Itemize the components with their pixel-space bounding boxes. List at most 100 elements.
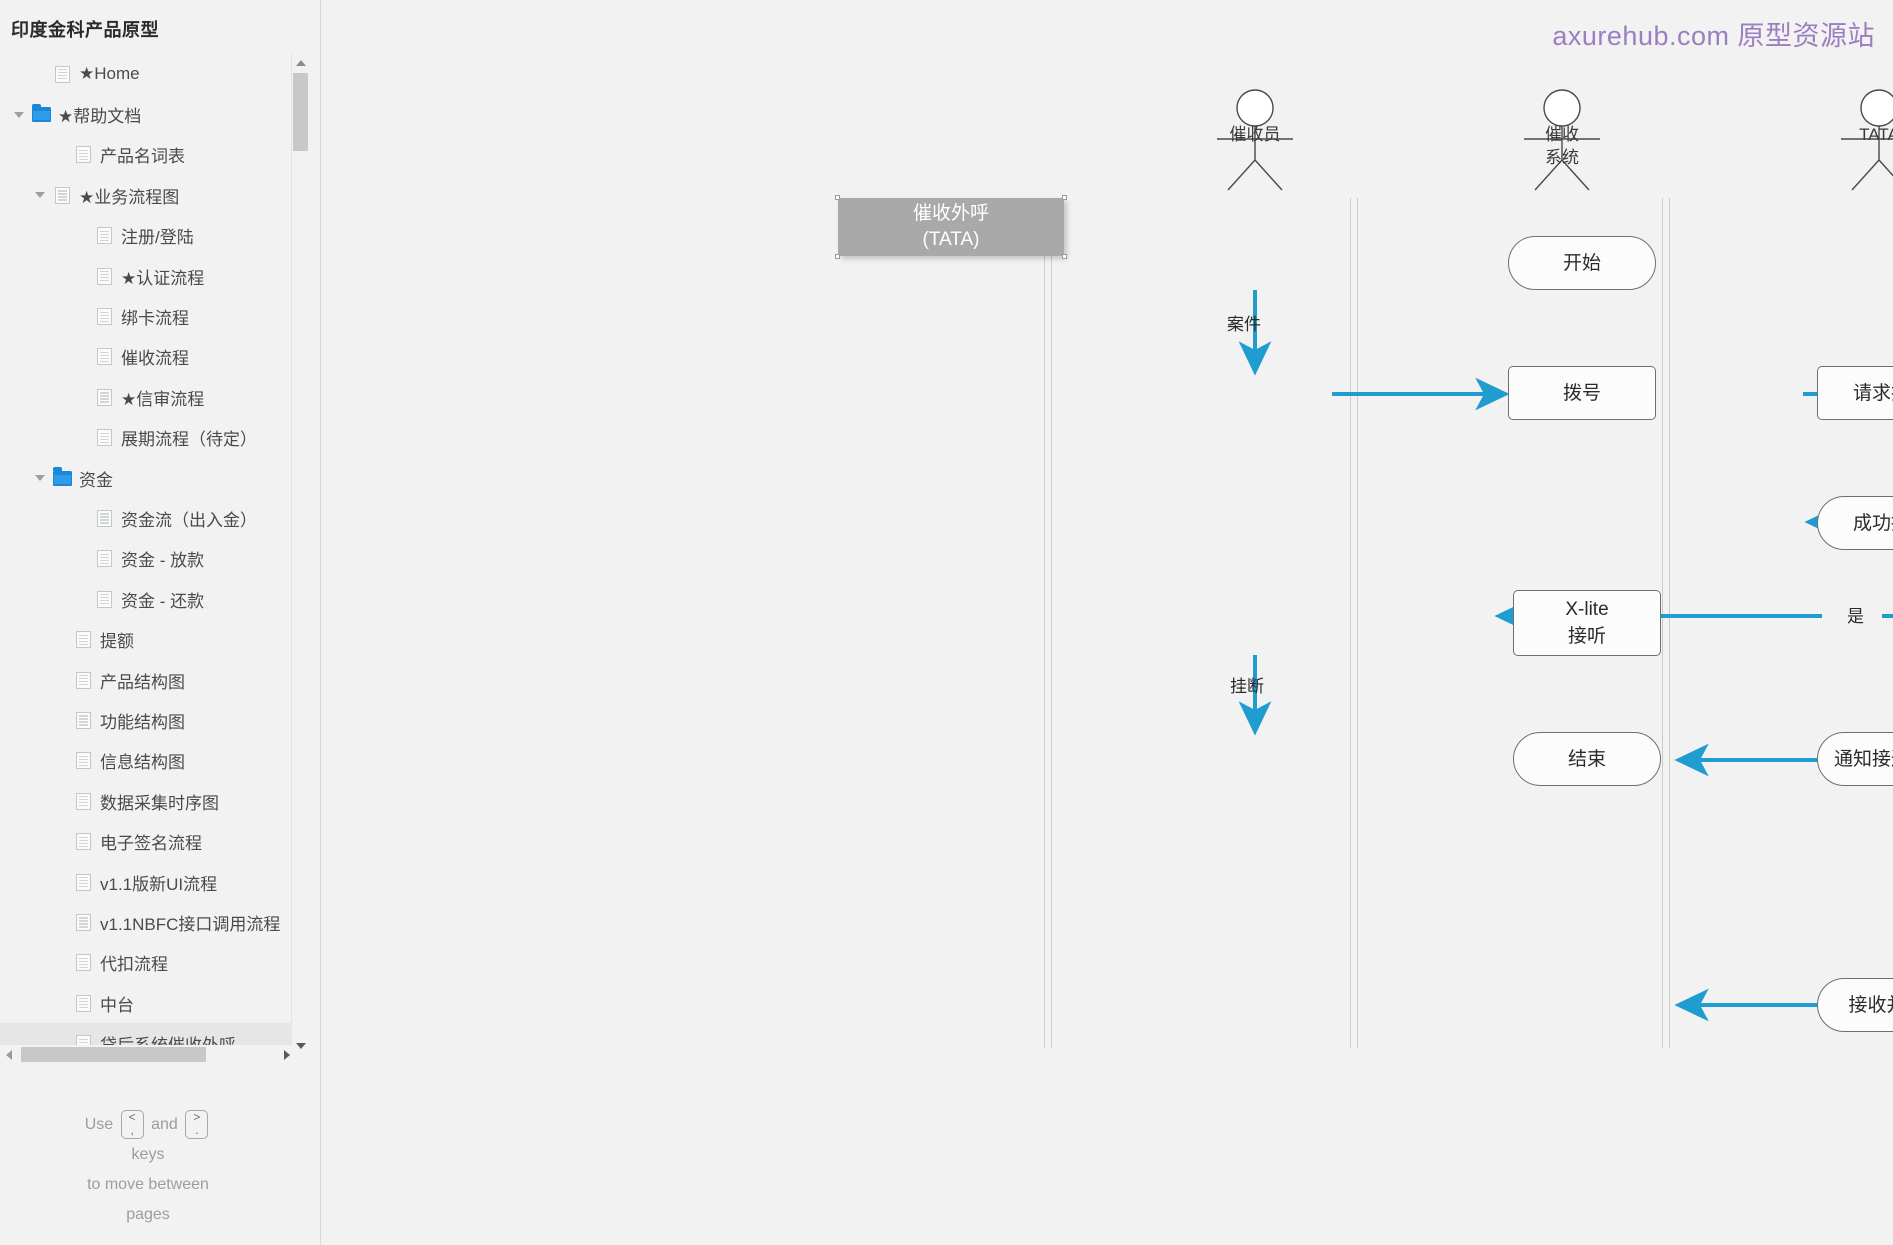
sidebar-item-10[interactable]: 资金 (0, 458, 296, 498)
sidebar-item-label: v1.1NBFC接口调用流程 (100, 914, 281, 934)
sidebar-item-12[interactable]: 资金 - 放款 (0, 539, 296, 579)
sidebar-item-label: 中台 (100, 995, 134, 1015)
tree-toggle-spacer (73, 509, 91, 527)
tree-toggle-spacer (73, 227, 91, 245)
horizontal-scroll-thumb[interactable] (21, 1047, 206, 1062)
page-icon (70, 752, 96, 770)
prototype-canvas[interactable]: axurehub.com 原型资源站 催收外呼 (TATA) (322, 0, 1893, 1245)
tree-toggle-spacer (52, 954, 70, 972)
page-icon (70, 873, 96, 891)
page-icon-glyph (96, 550, 112, 568)
sidebar-item-22[interactable]: 代扣流程 (0, 943, 296, 983)
edge-label-yes-2: 是 (1847, 607, 1864, 626)
page-icon (70, 711, 96, 729)
folder-icon (49, 467, 75, 486)
sidebar-item-label: ★Home (79, 64, 140, 84)
page-icon-glyph (75, 873, 91, 891)
sidebar-vertical-scrollbar[interactable] (291, 54, 308, 1054)
swimlane-divider-2b (1357, 198, 1358, 1048)
next-page-key-glyph: > (193, 1110, 201, 1125)
sidebar-item-13[interactable]: 资金 - 还款 (0, 579, 296, 619)
sidebar-item-7[interactable]: 催收流程 (0, 337, 296, 377)
sidebar-item-label: v1.1版新UI流程 (100, 874, 218, 894)
node-notify-connect-failed[interactable]: 通知接通失败 (1817, 732, 1893, 786)
tree-toggle-spacer (73, 267, 91, 285)
node-receive-and-store[interactable]: 接收并存储 (1817, 978, 1893, 1032)
page-icon (70, 913, 96, 931)
page-icon-glyph (75, 994, 91, 1012)
tree-toggle-spacer (52, 711, 70, 729)
page-icon-glyph (96, 308, 112, 326)
stick-figure-icon (1524, 89, 1600, 191)
sidebar-item-label: 代扣流程 (100, 955, 168, 975)
node-request-dial[interactable]: 请求拨号 (1817, 366, 1893, 420)
sidebar-item-21[interactable]: v1.1NBFC接口调用流程 (0, 902, 296, 942)
sidebar-item-3[interactable]: ★业务流程图 (0, 175, 296, 215)
page-icon (49, 186, 75, 204)
sidebar-item-16[interactable]: 功能结构图 (0, 700, 296, 740)
sidebar-item-23[interactable]: 中台 (0, 983, 296, 1023)
page-title: 印度金科产品原型 (11, 20, 159, 40)
stick-figure-icon (1217, 89, 1293, 191)
sitemap-tree[interactable]: ★Home ★帮助文档产品名词表★业务流程图注册/登陆★认证流程绑卡流程催收流程★… (0, 54, 296, 1054)
page-icon-glyph (75, 752, 91, 770)
node-xlite-answer[interactable]: X-lite 接听 (1513, 590, 1661, 656)
node-dial[interactable]: 拨号 (1508, 366, 1656, 420)
sidebar-horizontal-scrollbar[interactable] (0, 1045, 296, 1064)
prev-page-key-sub: , (130, 1123, 134, 1138)
vertical-scroll-thumb[interactable] (293, 73, 308, 151)
hint-line-2: keys (131, 1146, 165, 1163)
node-start[interactable]: 开始 (1508, 236, 1656, 290)
sidebar-item-20[interactable]: v1.1版新UI流程 (0, 862, 296, 902)
sidebar-item-label: 资金 - 还款 (121, 591, 205, 611)
scroll-left-arrow-icon[interactable] (0, 1045, 17, 1064)
sidebar-item-4[interactable]: 注册/登陆 (0, 216, 296, 256)
tree-toggle-spacer (73, 550, 91, 568)
tree-toggle-spacer (52, 913, 70, 931)
page-icon-glyph (75, 146, 91, 164)
sidebar-item-11[interactable]: 资金流（出入金） (0, 498, 296, 538)
chevron-down-icon[interactable] (31, 186, 49, 204)
scroll-up-arrow-icon[interactable] (292, 54, 309, 71)
sidebar-item-6[interactable]: 绑卡流程 (0, 296, 296, 336)
page-icon-glyph (96, 267, 112, 285)
node-success-connected[interactable]: 成功接通 (1817, 496, 1893, 550)
sidebar-item-8[interactable]: ★信审流程 (0, 377, 296, 417)
actor-label-line2: 系统 (1545, 148, 1579, 167)
scroll-right-arrow-icon[interactable] (278, 1045, 295, 1064)
chevron-down-icon[interactable] (10, 106, 28, 124)
watermark-text: axurehub.com 原型资源站 (1552, 21, 1875, 51)
tree-toggle-spacer (52, 752, 70, 770)
sidebar-item-2[interactable]: 产品名词表 (0, 135, 296, 175)
sidebar-item-label: 绑卡流程 (121, 309, 189, 329)
title-block-line1: 催收外呼 (912, 203, 989, 224)
tree-toggle-spacer (73, 590, 91, 608)
sidebar-item-18[interactable]: 数据采集时序图 (0, 781, 296, 821)
page-icon (91, 227, 117, 245)
folder-icon (28, 103, 54, 123)
sidebar-item-1[interactable]: ★帮助文档 (0, 94, 296, 134)
sidebar-item-14[interactable]: 提额 (0, 619, 296, 659)
tree-toggle-spacer (73, 388, 91, 406)
page-icon-glyph (54, 186, 70, 204)
tree-toggle-spacer (52, 631, 70, 649)
sidebar-item-9[interactable]: 展期流程（待定） (0, 418, 296, 458)
sidebar-item-0[interactable]: ★Home (0, 54, 296, 94)
sidebar-item-label: 提额 (100, 632, 134, 652)
sidebar-item-15[interactable]: 产品结构图 (0, 660, 296, 700)
page-icon (49, 65, 75, 83)
sidebar-item-5[interactable]: ★认证流程 (0, 256, 296, 296)
node-end[interactable]: 结束 (1513, 732, 1661, 786)
next-page-key-sub: . (195, 1123, 199, 1138)
page-icon (91, 550, 117, 568)
chevron-down-icon[interactable] (31, 469, 49, 487)
page-icon (70, 792, 96, 810)
edge-label-case: 案件 (1227, 315, 1261, 334)
page-icon-glyph (96, 348, 112, 366)
sidebar-item-19[interactable]: 电子签名流程 (0, 821, 296, 861)
page-icon-glyph (96, 227, 112, 245)
hint-use-label: Use (84, 1116, 114, 1133)
sidebar-item-17[interactable]: 信息结构图 (0, 741, 296, 781)
page-icon-glyph (75, 833, 91, 851)
page-icon (70, 833, 96, 851)
